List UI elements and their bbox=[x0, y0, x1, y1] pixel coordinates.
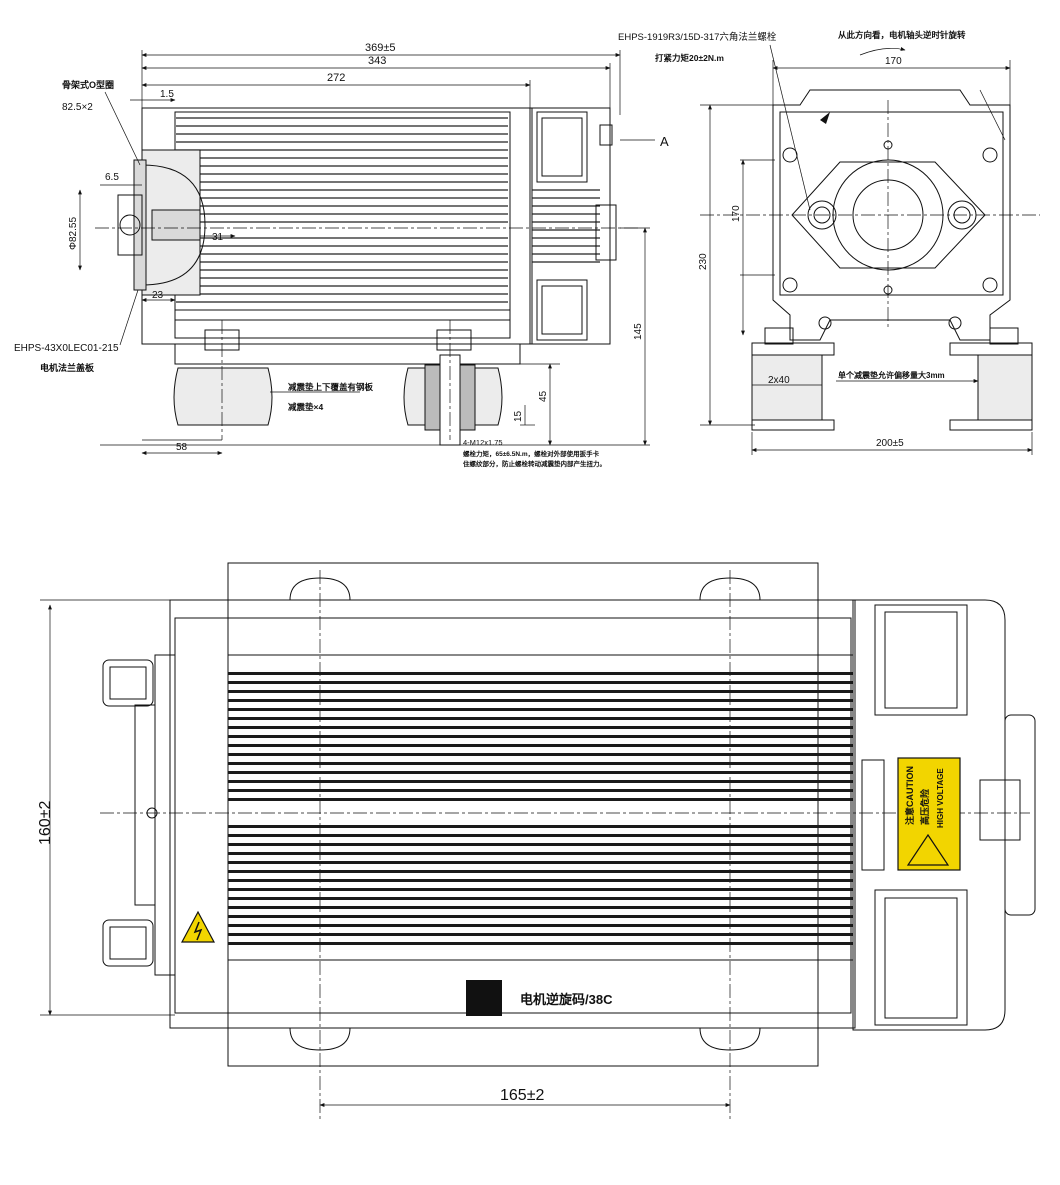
high-voltage-caution-label: 注意CAUTION 高压危险 HIGH VOLTAGE bbox=[897, 757, 961, 871]
dim-shaft-diameter: Φ82.55 bbox=[68, 217, 79, 250]
bolt-head bbox=[989, 327, 1019, 345]
rear-controller-top bbox=[852, 599, 1036, 1031]
dim-foot-left: 58 bbox=[176, 442, 188, 453]
damper-front-right bbox=[977, 354, 1033, 421]
dim-shaft-length: 31 bbox=[212, 232, 224, 243]
qr-code-icon bbox=[466, 980, 502, 1016]
label-note-1: 螺栓力矩，65±6.5N.m，螺栓对外部使用扳手卡 bbox=[463, 449, 600, 458]
cooling-fins-top bbox=[228, 672, 853, 945]
dim-overall-length: 369±5 bbox=[365, 42, 396, 54]
label-flange-part: EHPS-43X0LEC01-215 bbox=[14, 343, 119, 354]
motor-body-top bbox=[169, 599, 856, 1029]
dim-height-45: 45 bbox=[538, 390, 549, 402]
dim-base-width: 200±5 bbox=[876, 438, 904, 449]
damper-left bbox=[173, 367, 273, 426]
side-view: 369±5 343 272 1.5 bbox=[14, 42, 669, 468]
dim-width-top: 165±2 bbox=[500, 1087, 544, 1104]
label-pump-part: EHPS-1919R3/15D-317六角法兰螺栓 bbox=[618, 31, 777, 43]
label-torque: 打紧力矩20±2N.m bbox=[655, 53, 724, 63]
dim-height-230: 230 bbox=[698, 253, 709, 270]
dim-height-145: 145 bbox=[633, 323, 644, 340]
motor-label: 电机逆旋码/38C bbox=[520, 992, 613, 1007]
caution-hv-en: HIGH VOLTAGE bbox=[936, 768, 945, 828]
rear-controller-side bbox=[529, 107, 617, 345]
bolt-head bbox=[436, 329, 472, 351]
dim-body-length: 343 bbox=[368, 55, 386, 67]
dim-height-15: 15 bbox=[513, 410, 524, 422]
label-oring-size: 82.5×2 bbox=[62, 102, 93, 113]
label-bolt: 4-M12x1.75 bbox=[463, 438, 503, 447]
front-view: EHPS-1919R3/15D-317六角法兰螺栓 打紧力矩20±2N.m 从此… bbox=[618, 30, 1040, 455]
dim-height-top: 160±2 bbox=[37, 801, 54, 845]
label-flange-name: 电机法兰盖板 bbox=[40, 362, 95, 373]
bolt-head bbox=[764, 327, 794, 345]
dim-flange-thickness: 6.5 bbox=[105, 172, 119, 183]
hv-warning-triangle-small bbox=[181, 910, 215, 943]
label-damper-qty: 减震垫×4 bbox=[288, 402, 323, 412]
terminal-post-bottom bbox=[102, 919, 154, 967]
label-oring: 骨架式O型圈 bbox=[62, 79, 114, 90]
caution-hv-cn: 高压危险 bbox=[919, 788, 930, 825]
view-letter-a: A bbox=[660, 134, 669, 149]
dim-offset: 1.5 bbox=[160, 89, 174, 100]
label-deflection: 单个减震垫允许偏移量大3mm bbox=[838, 370, 945, 380]
top-view: 注意CAUTION 高压危险 HIGH VOLTAGE 电机逆旋码/38C 16… bbox=[37, 562, 1036, 1120]
terminal-post-top bbox=[102, 659, 154, 707]
dim-housing-length: 272 bbox=[327, 72, 345, 84]
label-note-2: 住螺纹部分，防止螺栓转动减震垫内部产生扭力。 bbox=[463, 459, 606, 468]
caution-text: 注意CAUTION bbox=[904, 766, 915, 825]
cooling-fins-side bbox=[176, 117, 508, 303]
dim-flange-step: 23 bbox=[152, 290, 164, 301]
dim-width-top: 170 bbox=[885, 56, 902, 67]
dim-height-170: 170 bbox=[731, 205, 742, 222]
mounting-plate bbox=[227, 562, 819, 1067]
damper-front-left bbox=[751, 354, 823, 421]
label-rotation: 从此方向看，电机轴头逆时针旋转 bbox=[838, 30, 966, 40]
label-damper-plate: 减震垫上下覆盖有钢板 bbox=[288, 382, 374, 392]
dim-foot: 2x40 bbox=[768, 375, 790, 386]
shaft bbox=[117, 194, 143, 256]
